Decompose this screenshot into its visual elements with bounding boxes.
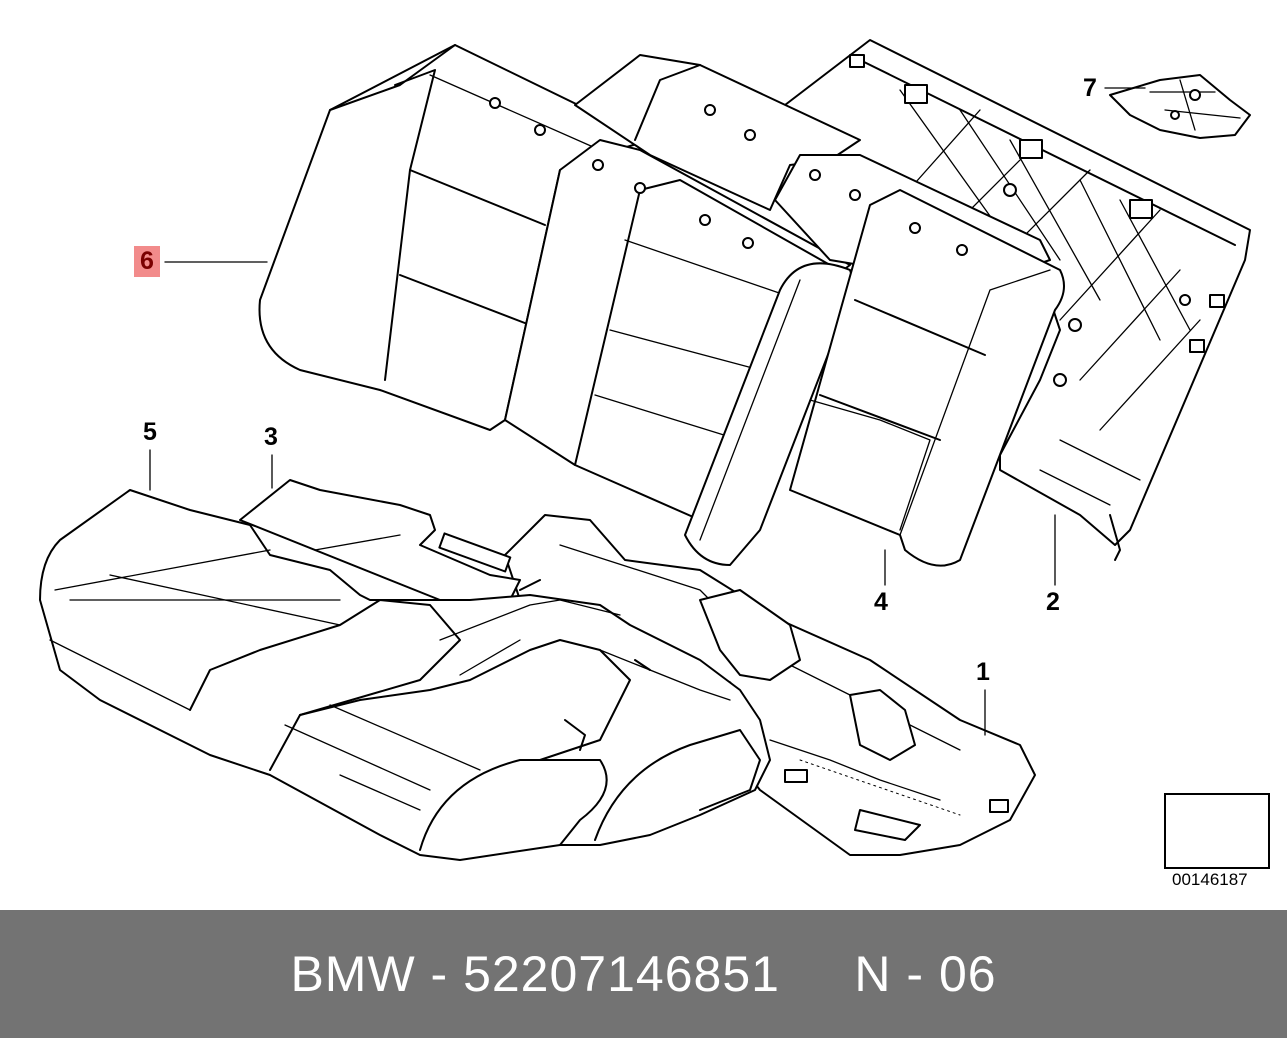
callout-4: 4: [874, 588, 888, 616]
callout-3: 3: [264, 423, 278, 451]
latch-bracket: [1109, 74, 1251, 139]
callout-2: 2: [1046, 588, 1060, 616]
footer-bar: BMW - 52207146851 N - 06: [0, 910, 1287, 1038]
seat-parts-diagram: [39, 39, 1259, 861]
callout-5: 5: [143, 418, 157, 446]
leader-lines: [149, 87, 1146, 736]
callout-7: 7: [1083, 74, 1097, 102]
callout-1: 1: [976, 658, 990, 686]
seat-base-tray: [504, 514, 1036, 856]
part-number-caption: BMW - 52207146851 N - 06: [290, 946, 997, 1002]
callout-6: 6: [134, 246, 160, 277]
reference-number: 00146187: [1172, 870, 1248, 889]
side-bolster: [684, 262, 856, 566]
seat-cushion-cover: [39, 489, 771, 861]
backrest-frame: [784, 39, 1251, 561]
view-reference-box: [1164, 793, 1270, 869]
backrest-cover-right: [789, 189, 1065, 567]
